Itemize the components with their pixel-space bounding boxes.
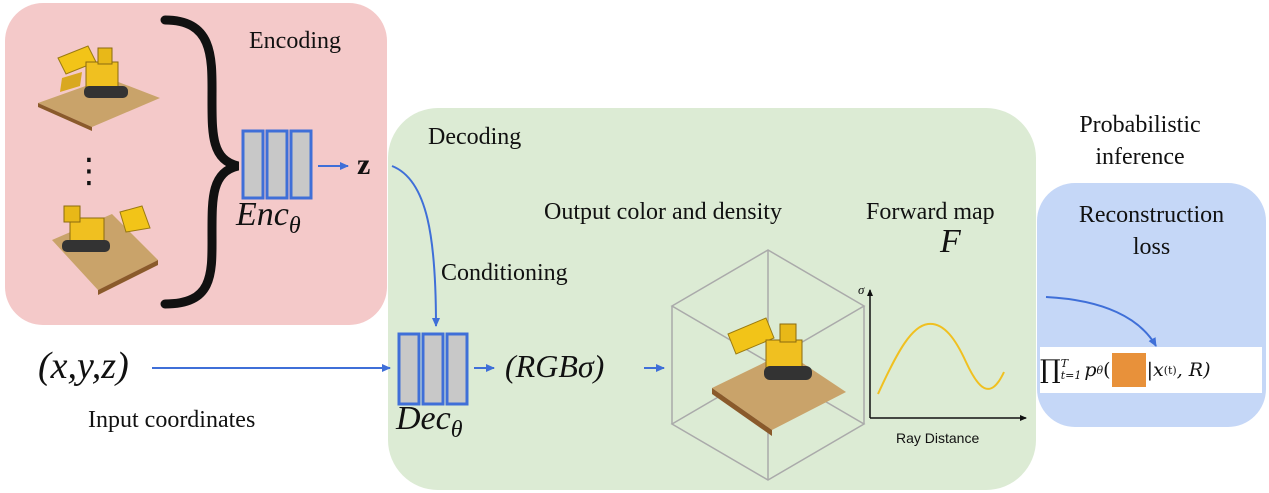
decoding-panel [388, 108, 1036, 490]
decoder-name: Dec [396, 400, 451, 437]
bulldozer-image-top [38, 45, 160, 131]
loss-label-line2: loss [1132, 234, 1171, 260]
decoder-label: Decθ [396, 400, 463, 444]
inference-title-line1: Probabilistic [1079, 112, 1201, 138]
density-plot [867, 289, 1027, 421]
formula-condition: |x [1146, 359, 1164, 381]
formula-upper-limit: T [1060, 357, 1069, 370]
formula-p: p [1084, 359, 1097, 381]
bulldozer-image-bottom [52, 205, 158, 295]
decoding-label: Decoding [428, 124, 522, 150]
forward-map-symbol: F [940, 223, 961, 260]
density-curve [877, 322, 1005, 395]
bulldozer-render [712, 317, 846, 436]
encoder-label: Encθ [236, 196, 301, 240]
output-label: Output color and density [544, 199, 782, 225]
encoding-label: Encoding [249, 28, 341, 54]
formula-product: ∏ [1040, 355, 1061, 385]
input-coords: (x,y,z) [38, 345, 129, 387]
formula-rest: , R) [1176, 359, 1211, 381]
loss-label-line1: Reconstruction [1078, 202, 1225, 228]
encoder-subscript: θ [288, 212, 301, 239]
conditioning-label: Conditioning [441, 260, 568, 286]
loss-arrow [1045, 296, 1157, 347]
input-label: Input coordinates [88, 407, 256, 433]
output-vector: (RGBσ) [505, 348, 605, 384]
loss-label: Reconstruction loss [1037, 199, 1266, 263]
observed-patch [1111, 353, 1146, 387]
forward-map-label: Forward map [866, 199, 995, 225]
latent-z: z [357, 148, 371, 181]
decoder-network [397, 332, 469, 406]
conditioning-arrow [391, 165, 440, 327]
ellipsis-dots: ⋮ [72, 151, 106, 191]
decoder-subscript: θ [450, 416, 463, 443]
inference-title-line2: inference [1095, 144, 1185, 170]
plot-y-label: σ [858, 282, 865, 297]
encoder-name: Enc [236, 196, 289, 233]
curly-brace [160, 15, 240, 309]
encoder-network [241, 129, 313, 200]
formula-open-paren: ( [1103, 359, 1111, 381]
plot-x-label: Ray Distance [896, 430, 980, 446]
formula-lower-limit: t=1 [1060, 369, 1082, 382]
formula-theta: θ [1096, 363, 1104, 377]
inference-title: Probabilistic inference [1040, 109, 1240, 173]
formula-time-index: (t) [1163, 363, 1177, 377]
